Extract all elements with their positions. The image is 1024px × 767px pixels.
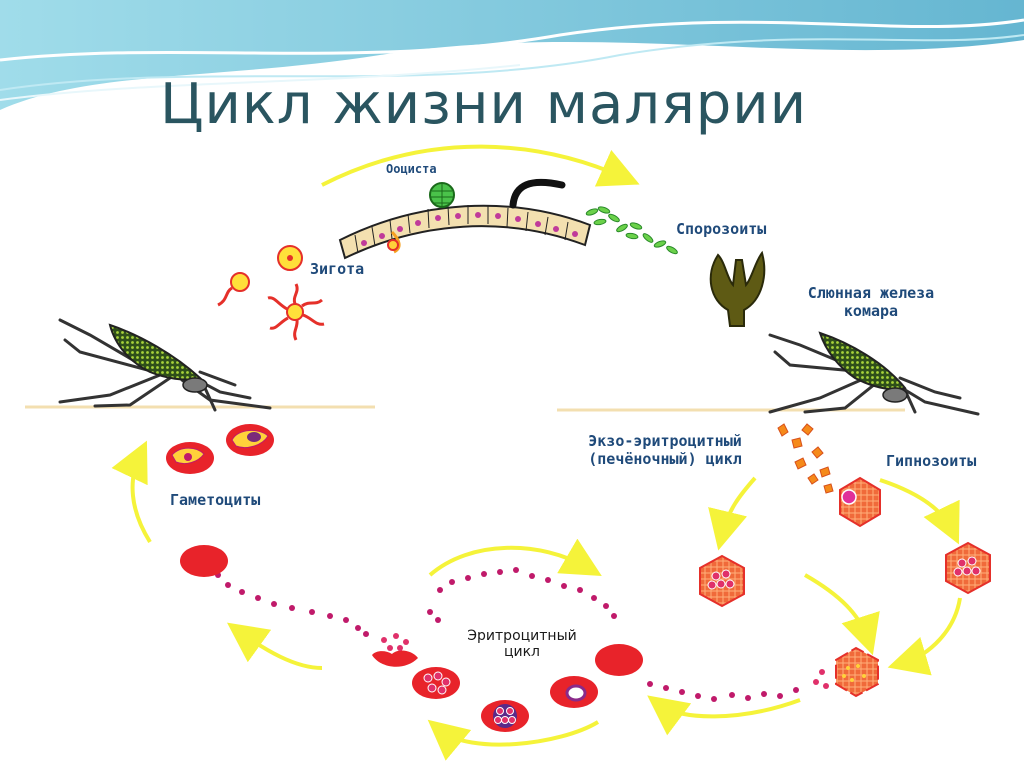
rbc-ring-stage bbox=[550, 676, 598, 708]
rbc-uninfected-right bbox=[595, 644, 643, 676]
ruptured-liver-cell bbox=[813, 646, 879, 698]
label-erythrocytic-cycle: Эритроцитный цикл bbox=[452, 628, 592, 660]
label-zygote: Зигота bbox=[310, 260, 365, 278]
rbc-schizont bbox=[481, 700, 529, 732]
mosquito-gut-wall bbox=[338, 178, 592, 260]
mosquito-left bbox=[58, 318, 272, 412]
injected-sporozoites bbox=[777, 423, 834, 494]
label-exo-erythrocytic-cycle: Экзо-эритроцитный (печёночный) цикл bbox=[565, 432, 765, 468]
merozoites bbox=[215, 567, 799, 702]
label-oocyst: Ооциста bbox=[386, 162, 437, 176]
page-title: Цикл жизни малярии bbox=[160, 72, 808, 137]
microgamete bbox=[217, 272, 250, 307]
label-gametocytes: Гаметоциты bbox=[170, 491, 261, 509]
label-salivary-gland-line1: Слюнная железа bbox=[807, 284, 935, 302]
label-erythro-line1: Эритроцитный bbox=[467, 628, 577, 644]
label-hypnozoites: Гипнозоиты bbox=[886, 452, 977, 470]
label-exo-line2: (печёночный) цикл bbox=[588, 450, 742, 468]
rbc-ruptured bbox=[372, 633, 418, 667]
ookinete bbox=[387, 230, 401, 254]
sporozoites bbox=[585, 206, 678, 255]
label-salivary-gland-line2: комара bbox=[843, 302, 899, 320]
rbc-gametocyte-2 bbox=[226, 424, 274, 456]
mosquito-right bbox=[768, 331, 980, 416]
exflagellating-gametocyte bbox=[267, 283, 325, 341]
label-exo-line1: Экзо-эритроцитный bbox=[588, 432, 742, 450]
rbc-mature-schizont bbox=[412, 667, 460, 699]
rbc-uninfected-left bbox=[180, 545, 228, 577]
cycle-arrows bbox=[111, 144, 962, 761]
header-waves bbox=[0, 0, 1024, 110]
salivary-gland bbox=[709, 250, 766, 327]
liver-schizont-right bbox=[945, 541, 991, 595]
liver-cell-hypnozoite bbox=[839, 476, 881, 528]
label-erythro-line2: цикл bbox=[503, 644, 541, 660]
label-sporozoites: Спорозоиты bbox=[676, 220, 767, 238]
zygote-cell bbox=[277, 245, 303, 271]
oocyst bbox=[429, 182, 455, 208]
rbc-gametocyte-1 bbox=[166, 442, 214, 474]
label-salivary-gland: Слюнная железа комара bbox=[776, 284, 966, 320]
liver-schizont-left bbox=[699, 554, 745, 608]
